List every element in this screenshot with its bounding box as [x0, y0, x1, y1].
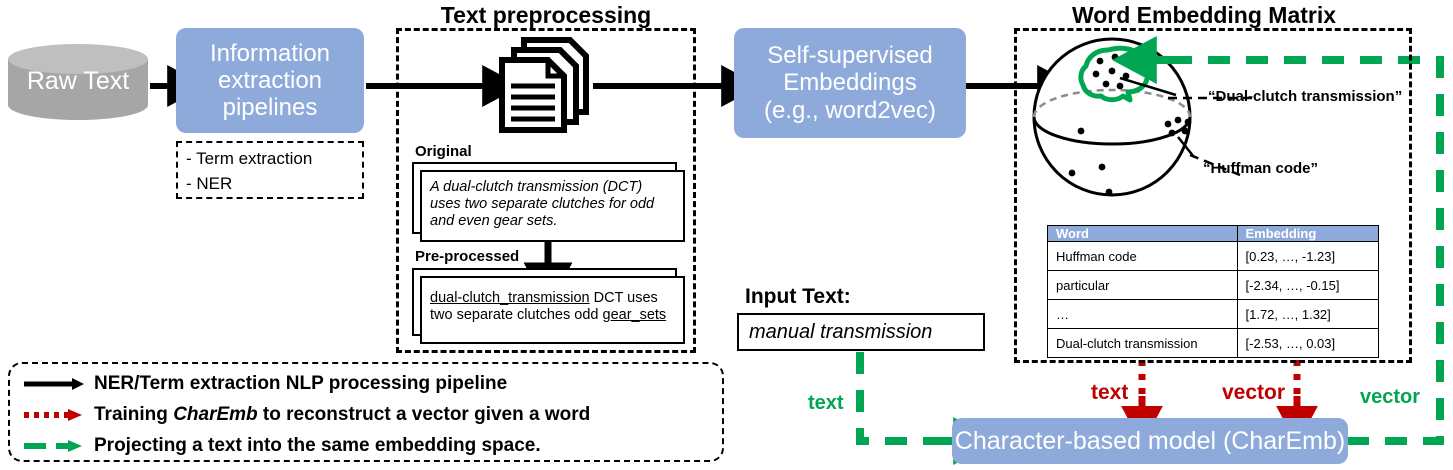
- flow-label-vector-red: vector: [1222, 381, 1286, 404]
- cell-embedding: [-2.34, …, -0.15]: [1236, 270, 1379, 300]
- preprocessed-card-front: dual-clutch_transmission DCT uses two se…: [420, 276, 685, 344]
- input-text-value: manual transmission: [749, 320, 933, 343]
- word-embedding-matrix-title: Word Embedding Matrix: [1071, 2, 1337, 28]
- preprocessed-rest-2: two separate clutches odd: [430, 307, 603, 324]
- flow-label-text-green: text: [808, 392, 844, 414]
- legend-item-0: NER/Term extraction NLP processing pipel…: [22, 370, 712, 398]
- preprocessed-text: dual-clutch_transmission DCT uses two se…: [430, 290, 675, 325]
- self-supervised-embeddings-label: Self-supervised Embeddings (e.g., word2v…: [763, 42, 937, 124]
- bullet-term-extraction: - Term extraction: [186, 149, 313, 168]
- preprocessed-text-line1: dual-clutch_transmission DCT uses: [430, 290, 675, 307]
- table-row: … [1.72, …, 1.32]: [1047, 299, 1379, 329]
- cell-word: particular: [1047, 270, 1238, 300]
- text-preprocessing-title: Text preprocessing: [440, 2, 652, 28]
- information-extraction-label: Information extraction pipelines: [209, 39, 331, 122]
- charemb-box[interactable]: Character-based model (CharEmb): [952, 418, 1348, 464]
- original-text-line3: and even gear sets.: [430, 213, 558, 230]
- text-preprocessing-container: [396, 28, 696, 353]
- charemb-label: Character-based model (CharEmb): [954, 426, 1346, 455]
- green-projection-path: [1112, 36, 1444, 445]
- table-header-row: Word Embedding: [1047, 225, 1379, 242]
- input-text-field[interactable]: manual transmission: [737, 313, 985, 351]
- original-text-line2: uses two separate clutches for odd: [430, 196, 655, 213]
- preprocessed-rest-1: DCT uses: [589, 290, 658, 306]
- legend: NER/Term extraction NLP processing pipel…: [8, 362, 724, 462]
- legend-item-1-em: CharEmb: [173, 404, 258, 425]
- input-text-label: Input Text:: [745, 285, 851, 308]
- original-text-line1: A dual-clutch transmission (DCT): [430, 179, 643, 195]
- documents-stack-icon: [494, 36, 594, 134]
- legend-item-2-text: Projecting a text into the same embeddin…: [94, 435, 541, 456]
- cell-embedding: [-2.53, …, 0.03]: [1236, 328, 1379, 358]
- legend-item-2: Projecting a text into the same embeddin…: [22, 432, 712, 460]
- legend-item-1: Training CharEmb to reconstruct a vector…: [22, 401, 712, 429]
- cell-embedding: [0.23, …, -1.23]: [1236, 241, 1379, 271]
- preprocessed-term-1: dual-clutch_transmission: [430, 290, 590, 306]
- solid-black-arrow-icon: [24, 378, 84, 390]
- table-row: Huffman code [0.23, …, -1.23]: [1047, 241, 1379, 271]
- preprocessed-label: Pre-processed: [415, 248, 520, 265]
- legend-item-1-pre: Training: [94, 404, 174, 425]
- cylinder-top: [8, 44, 148, 74]
- bullet-ner: - NER: [186, 173, 233, 193]
- embedding-table: Word Embedding Huffman code [0.23, …, -1…: [1047, 225, 1379, 358]
- raw-text-label: Raw Text: [26, 66, 130, 95]
- information-extraction-bullets: - Term extraction - NER: [176, 141, 364, 199]
- table-header-embedding: Embedding: [1236, 225, 1379, 242]
- legend-item-1-text: Training CharEmb to reconstruct a vector…: [94, 404, 590, 426]
- cell-word: Huffman code: [1047, 241, 1238, 271]
- flow-label-text-red: text: [1091, 381, 1129, 404]
- huffman-code-point-label: “Huffman code”: [1203, 160, 1319, 177]
- preprocessed-term-2: gear_sets: [602, 307, 667, 324]
- dual-clutch-cluster-label: “Dual-clutch transmission”: [1208, 88, 1403, 105]
- dashed-green-arrow-icon: [24, 440, 82, 452]
- preprocessed-text-line2: two separate clutches odd gear_sets: [430, 307, 675, 324]
- information-extraction-box[interactable]: Information extraction pipelines: [176, 28, 364, 133]
- original-label: Original: [415, 143, 472, 160]
- table-row: particular [-2.34, …, -0.15]: [1047, 270, 1379, 300]
- original-card-front: A dual-clutch transmission (DCT) uses tw…: [420, 170, 685, 242]
- table-row: Dual-clutch transmission [-2.53, …, 0.03…: [1047, 328, 1379, 358]
- self-supervised-embeddings-box[interactable]: Self-supervised Embeddings (e.g., word2v…: [734, 28, 966, 138]
- legend-item-1-post: to reconstruct a vector given a word: [257, 404, 591, 425]
- raw-text-cylinder: Raw Text: [8, 44, 148, 120]
- flow-label-vector-green: vector: [1360, 386, 1421, 408]
- green-input-path: [856, 352, 998, 465]
- word-embedding-matrix-container: [1014, 28, 1412, 363]
- original-text: A dual-clutch transmission (DCT) uses tw…: [430, 179, 675, 230]
- dotted-red-arrow-icon: [24, 409, 82, 421]
- cell-word: …: [1047, 299, 1238, 329]
- cell-word: Dual-clutch transmission: [1047, 328, 1238, 358]
- table-header-word: Word: [1047, 225, 1238, 242]
- legend-item-0-text: NER/Term extraction NLP processing pipel…: [94, 373, 508, 394]
- cell-embedding: [1.72, …, 1.32]: [1236, 299, 1379, 329]
- red-training-arrows: [1121, 360, 1318, 445]
